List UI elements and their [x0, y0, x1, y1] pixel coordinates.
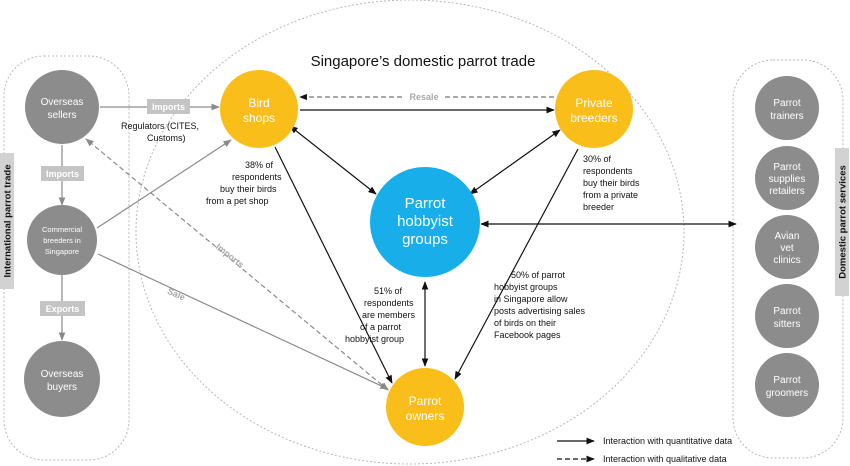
annotation-pet-shop-line2: respondents — [232, 172, 282, 182]
left-label-exports-text: Exports — [46, 304, 80, 314]
annotation-facebook-line1: 50% of parrot — [511, 270, 566, 280]
node-commercial-line3: Singapore — [45, 247, 79, 256]
connections — [58, 93, 737, 391]
annotation-regulators-line1: Regulators (CITES, — [121, 121, 199, 131]
service-supplies-retailers: Parrot supplies retailers — [755, 146, 819, 210]
node-parrot-owners: Parrot owners — [386, 368, 464, 446]
edge-label-resale-text: Resale — [409, 92, 438, 102]
left-label-exports: Exports — [40, 301, 85, 316]
domestic-trade-region — [135, 0, 685, 465]
annotation-breeder-line2: respondents — [583, 166, 633, 176]
edge-label-imports-top-text: Imports — [152, 102, 185, 112]
right-panel-title-text: Domestic parrot services — [838, 165, 849, 279]
service-parrot-trainers: Parrot trainers — [755, 76, 819, 140]
left-panel-title: International parrot trade — [0, 153, 14, 289]
edge-breeders-to-owners-sale — [97, 253, 389, 390]
node-bird-shops-line1: Bird — [248, 96, 269, 110]
node-commercial-breeders: Commercial breeders in Singapore — [27, 205, 97, 275]
annotation-members-line3: are members — [362, 310, 416, 320]
node-overseas-sellers: Overseas sellers — [25, 70, 99, 144]
annotation-breeder-line1: 30% of — [583, 154, 612, 164]
node-bird-shops: Bird shops — [220, 70, 298, 148]
annotation-members: 51% of respondents are members of a parr… — [345, 286, 416, 344]
node-private-breeders-line2: breeders — [570, 111, 617, 125]
legend: Interaction with quantitative data Inter… — [557, 436, 732, 464]
edge-label-imports-diag: Imports — [214, 241, 246, 270]
left-panel-title-text: International parrot trade — [3, 165, 14, 278]
annotation-facebook-line5: of birds on their — [494, 318, 556, 328]
service-vet-line2: vet — [780, 243, 794, 254]
service-avian-vet-clinics: Avian vet clinics — [755, 215, 819, 279]
service-parrot-groomers: Parrot groomers — [755, 353, 819, 417]
node-owners-line1: Parrot — [409, 394, 442, 408]
legend-dashed-label: Interaction with qualitative data — [603, 454, 727, 464]
annotation-breeder-line4: from a private — [583, 190, 638, 200]
annotation-facebook: 50% of parrot hobbyist groups in Singapo… — [494, 270, 586, 340]
node-buyers-line2: buyers — [47, 382, 77, 393]
edge-shops-hobbyist — [289, 125, 377, 195]
node-commercial-line1: Commercial — [42, 225, 82, 234]
annotation-members-line2: respondents — [364, 298, 414, 308]
edge-shops-to-owners — [274, 146, 393, 384]
node-commercial-line2: breeders in — [43, 236, 81, 245]
service-sitters-line1: Parrot — [773, 306, 800, 317]
node-sellers-line2: sellers — [48, 110, 77, 121]
node-buyers-line1: Overseas — [41, 369, 84, 380]
annotation-members-line4: of a parrot — [360, 322, 402, 332]
node-private-breeders: Private breeders — [555, 70, 633, 148]
service-trainers-line1: Parrot — [773, 98, 800, 109]
left-label-imports-text: Imports — [46, 169, 79, 179]
node-hobbyist-groups: Parrot hobbyist groups — [370, 167, 480, 277]
annotation-private-breeder: 30% of respondents buy their birds from … — [583, 154, 640, 212]
annotation-pet-shop-line3: buy their birds — [220, 184, 277, 194]
service-supplies-line2: supplies — [769, 174, 806, 185]
node-hobbyist-line1: Parrot — [405, 195, 447, 212]
annotation-breeder-line3: buy their birds — [583, 178, 640, 188]
node-sellers-line1: Overseas — [41, 97, 84, 108]
service-vet-line3: clinics — [773, 255, 800, 266]
service-sitters-line2: sitters — [774, 319, 801, 330]
node-private-breeders-line1: Private — [575, 96, 613, 110]
annotation-pet-shop-line4: from a pet shop — [206, 196, 269, 206]
domestic-services-region — [732, 59, 844, 459]
right-panel-title: Domestic parrot services — [835, 148, 849, 296]
edge-breeders-to-owners — [454, 148, 579, 380]
annotation-pet-shop: 38% of respondents buy their birds from … — [206, 160, 282, 206]
annotation-facebook-line6: Facebook pages — [494, 330, 561, 340]
diagram-title: Singapore’s domestic parrot trade — [311, 53, 536, 70]
left-label-imports: Imports — [41, 166, 84, 181]
edge-label-resale: Resale — [404, 90, 444, 103]
edge-label-sale: Sale — [166, 286, 187, 303]
edge-label-imports-top: Imports — [147, 99, 190, 114]
service-supplies-line3: retailers — [769, 186, 805, 197]
annotation-regulators-line2: Customs) — [147, 133, 186, 143]
annotation-facebook-line2: hobbyist groups — [494, 282, 558, 292]
annotation-regulators: Regulators (CITES, Customs) — [121, 121, 199, 143]
service-groomers-line2: groomers — [766, 388, 808, 399]
node-overseas-buyers: Overseas buyers — [24, 341, 100, 417]
edge-breeders-hobbyist — [469, 129, 561, 195]
legend-solid-label: Interaction with quantitative data — [603, 436, 732, 446]
annotation-members-line1: 51% of — [374, 286, 403, 296]
node-hobbyist-line3: groups — [402, 231, 448, 248]
service-trainers-line2: trainers — [770, 111, 803, 122]
service-vet-line1: Avian — [775, 231, 800, 242]
service-parrot-sitters: Parrot sitters — [755, 284, 819, 348]
annotation-breeder-line5: breeder — [583, 202, 614, 212]
edge-breeders-to-shops — [96, 139, 232, 229]
service-groomers-line1: Parrot — [773, 375, 800, 386]
annotation-facebook-line4: posts advertising sales — [494, 306, 586, 316]
service-supplies-line1: Parrot — [773, 162, 800, 173]
edge-imports-dashed — [85, 138, 389, 391]
annotation-pet-shop-line1: 38% of — [245, 160, 274, 170]
annotation-facebook-line3: in Singapore allow — [494, 294, 568, 304]
node-hobbyist-line2: hobbyist — [397, 213, 454, 230]
node-owners-line2: owners — [406, 409, 445, 423]
annotation-members-line5: hobbyist group — [345, 334, 404, 344]
node-bird-shops-line2: shops — [243, 111, 275, 125]
